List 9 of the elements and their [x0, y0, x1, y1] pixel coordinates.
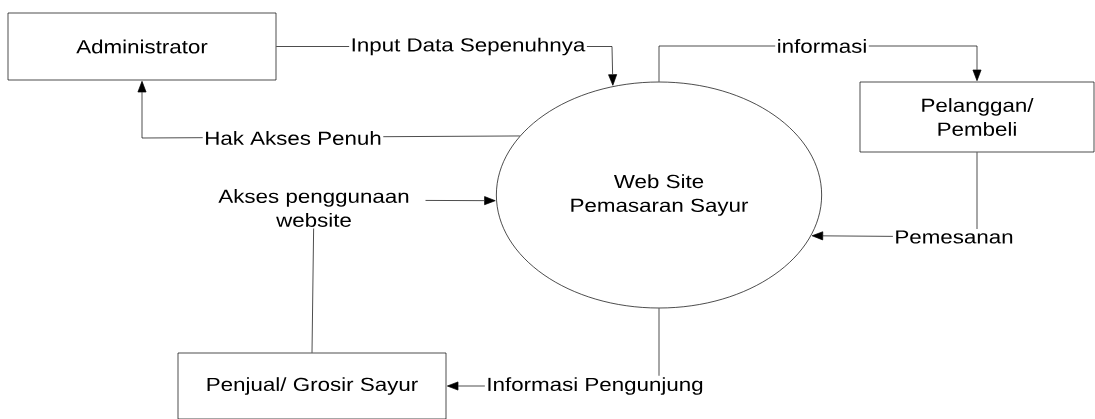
entity-box: Administrator [7, 12, 277, 81]
entity-box: Penjual/ Grosir Sayur [177, 352, 447, 419]
edge-label: Akses penggunaan website [202, 187, 426, 229]
entity-box: Pelanggan/ Pembeli [859, 81, 1095, 153]
edge-label: Hak Akses Penuh [202, 129, 384, 147]
edge-label: Pemesanan [892, 228, 1016, 246]
edge-label: Informasi Pengunjung [484, 375, 706, 397]
edge-label: Input Data Sepenuhnya [349, 36, 587, 57]
edge-label: informasi [775, 37, 869, 55]
